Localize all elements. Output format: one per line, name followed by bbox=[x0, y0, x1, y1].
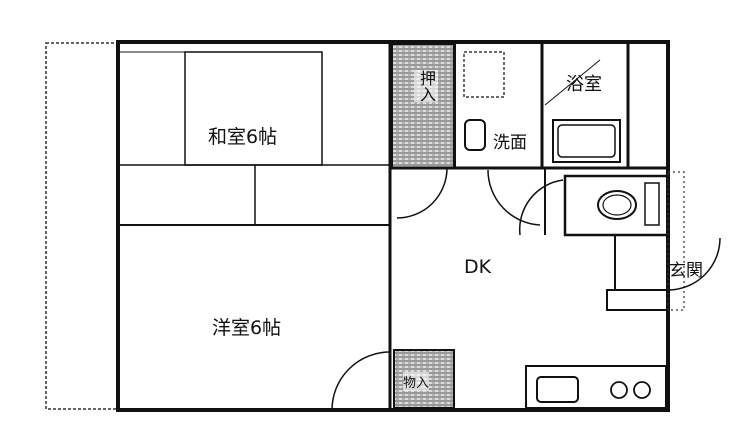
room-label-youshitsu: 洋室6帖 bbox=[212, 317, 282, 339]
room-label-closet-top: 押入 bbox=[414, 70, 438, 102]
room-label-entrance: 玄関 bbox=[669, 261, 703, 281]
kitchen-counter bbox=[525, 365, 667, 409]
room-label-dk: DK bbox=[464, 256, 492, 278]
door-arc-closet bbox=[396, 167, 448, 219]
toilet-icon bbox=[597, 190, 637, 220]
door-arc-youshitsu bbox=[331, 351, 391, 411]
door-arc-washroom bbox=[487, 169, 541, 226]
room-label-closet-bottom: 物入 bbox=[403, 372, 430, 391]
balcony bbox=[45, 42, 119, 410]
sink-icon bbox=[464, 119, 486, 151]
washitsu-room bbox=[118, 51, 390, 226]
room-label-washroom: 洗面 bbox=[493, 133, 527, 153]
room-label-washitsu: 和室6帖 bbox=[208, 126, 278, 148]
stove-burner-icon bbox=[633, 381, 651, 399]
door-arc-entrance bbox=[667, 237, 721, 291]
room-label-bath: 浴室 bbox=[566, 74, 602, 95]
washing-machine-space bbox=[463, 51, 505, 98]
stove-burner-icon bbox=[610, 381, 628, 399]
entrance-area bbox=[667, 171, 685, 311]
kitchen-sink-icon bbox=[536, 376, 579, 403]
closet-top bbox=[391, 43, 455, 169]
toilet-room bbox=[563, 174, 670, 237]
bathtub-icon bbox=[552, 119, 621, 163]
